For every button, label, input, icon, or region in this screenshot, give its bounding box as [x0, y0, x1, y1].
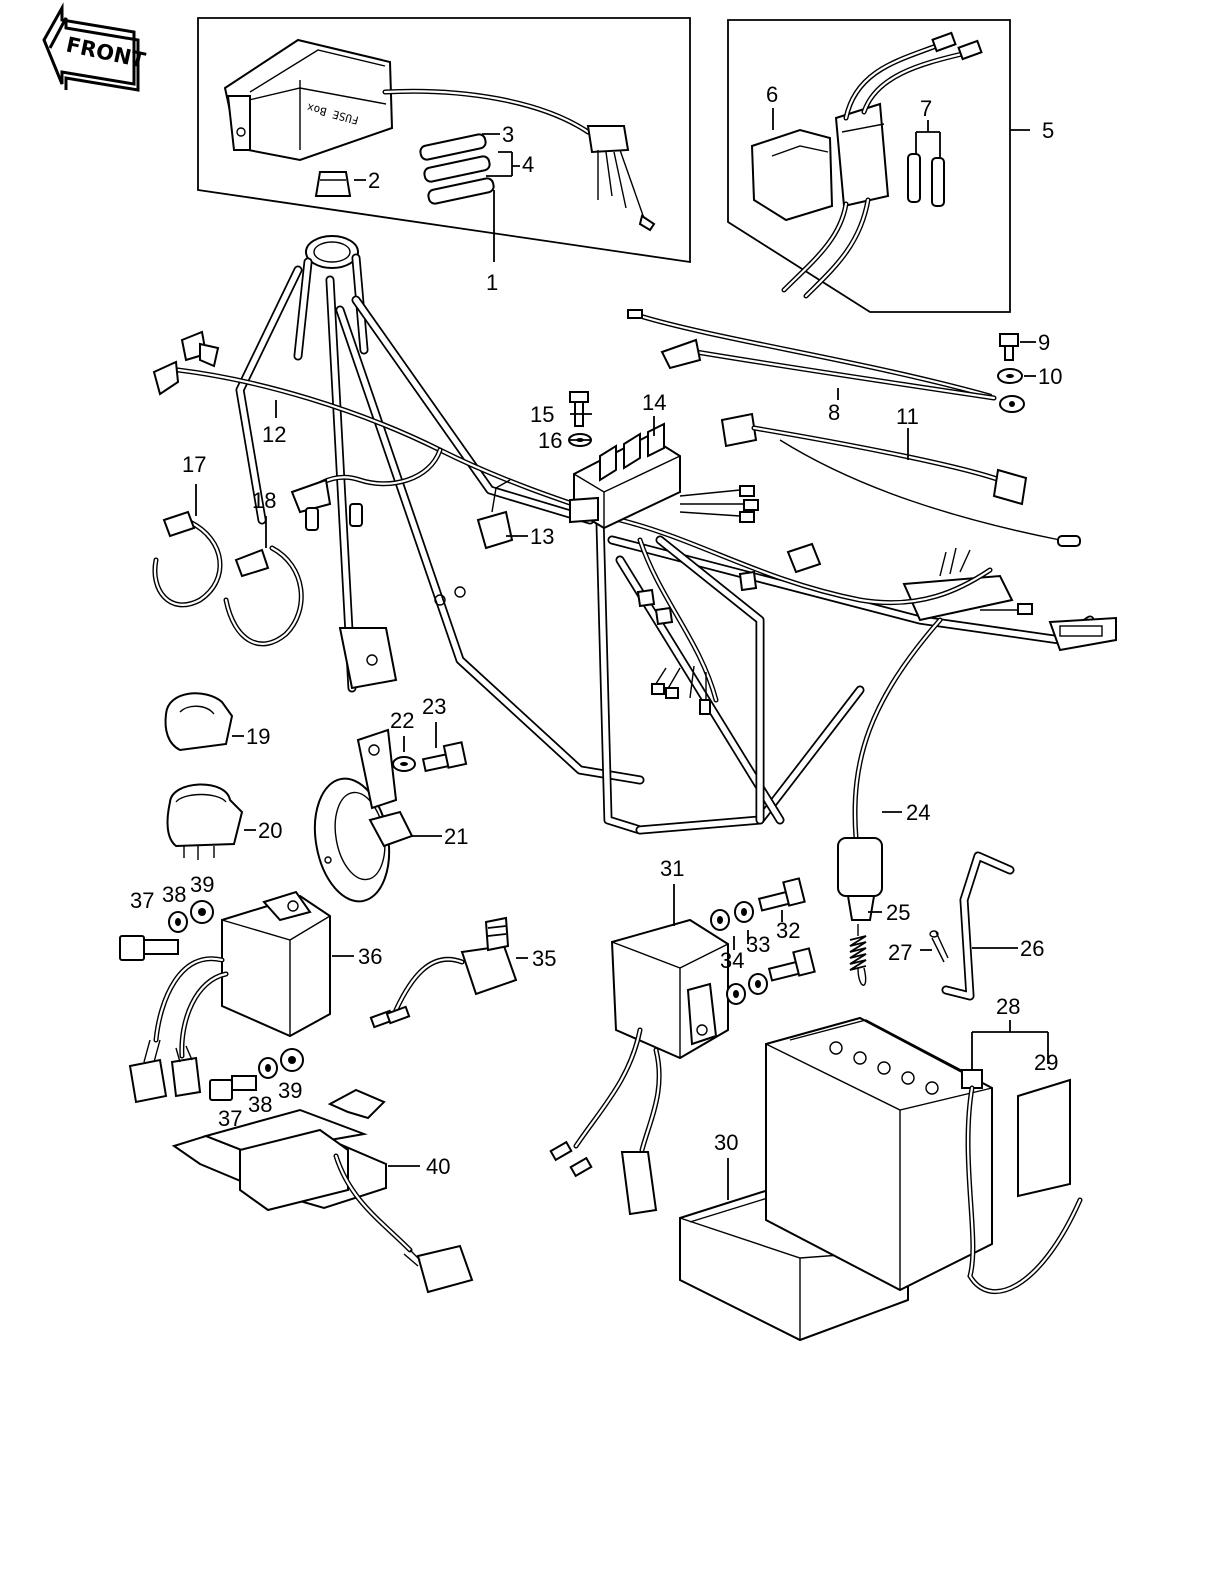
rod-26-icon — [941, 851, 1015, 1001]
regulator-36-icon — [128, 890, 331, 1104]
callout-9: 9 — [1038, 330, 1050, 355]
callout-10: 10 — [1038, 364, 1062, 389]
horn-21-icon — [313, 728, 414, 903]
callout-17: 17 — [182, 452, 206, 477]
washer-33-icon — [734, 901, 768, 995]
ground-cable-8 — [627, 309, 1025, 413]
callout-27: 27 — [888, 940, 912, 965]
callout-38-upper: 38 — [162, 882, 186, 907]
bracket-unit-40-icon — [171, 1088, 474, 1294]
band-17-icon — [152, 510, 223, 608]
leader-lines — [195, 108, 1049, 1200]
callout-38-lower: 38 — [248, 1092, 272, 1117]
callout-14: 14 — [642, 390, 666, 415]
washer-22-icon — [392, 756, 416, 772]
callout-37-lower: 37 — [218, 1106, 242, 1131]
callout-35: 35 — [532, 946, 556, 971]
callout-13: 13 — [530, 524, 554, 549]
washer-39-upper-icon — [190, 900, 214, 924]
callout-26: 26 — [1020, 936, 1044, 961]
bolt-32-icon — [757, 877, 816, 982]
callout-21: 21 — [444, 824, 468, 849]
pin-27-icon — [929, 930, 949, 963]
callout-33: 33 — [746, 932, 770, 957]
callout-25: 25 — [886, 900, 910, 925]
brake-switch-24-icon — [837, 617, 943, 921]
callout-3: 3 — [502, 122, 514, 147]
callout-29: 29 — [1034, 1050, 1058, 1075]
callout-15: 15 — [530, 402, 554, 427]
fuse-icon — [419, 133, 495, 205]
fuse-holder-kit-panel — [727, 19, 1011, 313]
front-direction-badge: FRONT — [42, 2, 148, 92]
washer-38-lower-icon — [258, 1057, 278, 1079]
callout-39-lower: 39 — [278, 1078, 302, 1103]
spring-25-icon — [849, 924, 867, 986]
callout-32: 32 — [776, 918, 800, 943]
relay-20-icon — [166, 783, 244, 860]
battery-cable-11 — [720, 412, 1081, 547]
callout-24: 24 — [906, 800, 930, 825]
callout-6: 6 — [766, 82, 778, 107]
harness-connector-13 — [476, 479, 514, 550]
callout-12: 12 — [262, 422, 286, 447]
callout-37-upper: 37 — [130, 888, 154, 913]
callout-36: 36 — [358, 944, 382, 969]
callout-20: 20 — [258, 818, 282, 843]
callout-8: 8 — [828, 400, 840, 425]
callout-2: 2 — [368, 168, 380, 193]
motorcycle-frame — [235, 235, 1117, 835]
callout-labels: 1 2 3 4 5 6 7 8 9 10 11 12 13 14 15 16 1… — [130, 82, 1062, 1179]
callout-1: 1 — [486, 270, 498, 295]
callout-7: 7 — [920, 96, 932, 121]
fuse-box-kit-panel: FUSE Box — [197, 17, 691, 264]
label-sheet-29-icon — [1017, 1078, 1071, 1198]
band-18-icon — [223, 545, 304, 647]
callout-30: 30 — [714, 1130, 738, 1155]
callout-39-upper: 39 — [190, 872, 214, 897]
callout-22: 22 — [390, 708, 414, 733]
callout-18: 18 — [252, 488, 276, 513]
callout-40: 40 — [426, 1154, 450, 1179]
washer-10-icon — [997, 368, 1023, 384]
washer-39-lower-icon — [280, 1048, 304, 1072]
grommet-icon — [314, 171, 352, 197]
battery-28-icon — [765, 1016, 1083, 1295]
washer-34-icon — [710, 909, 746, 1005]
callout-4: 4 — [522, 152, 534, 177]
callout-11: 11 — [896, 404, 919, 429]
junction-block-14 — [569, 422, 759, 530]
bolt-9-icon — [999, 333, 1019, 361]
callout-34: 34 — [720, 948, 744, 973]
washer-38-upper-icon — [168, 911, 188, 933]
callout-31: 31 — [660, 856, 684, 881]
bolt-37-lower-icon — [209, 1075, 257, 1101]
screw-15-icon — [569, 391, 589, 427]
bolt-37-upper-icon — [119, 935, 179, 961]
callout-5: 5 — [1042, 118, 1054, 143]
bolt-23-icon — [421, 741, 468, 773]
callout-23: 23 — [422, 694, 446, 719]
callout-19: 19 — [246, 724, 270, 749]
relay-19-icon — [164, 692, 234, 752]
neutral-switch-35-icon — [369, 916, 518, 1029]
ignition-unit-31-icon — [549, 918, 729, 1216]
callout-16: 16 — [538, 428, 562, 453]
callout-28: 28 — [996, 994, 1020, 1019]
